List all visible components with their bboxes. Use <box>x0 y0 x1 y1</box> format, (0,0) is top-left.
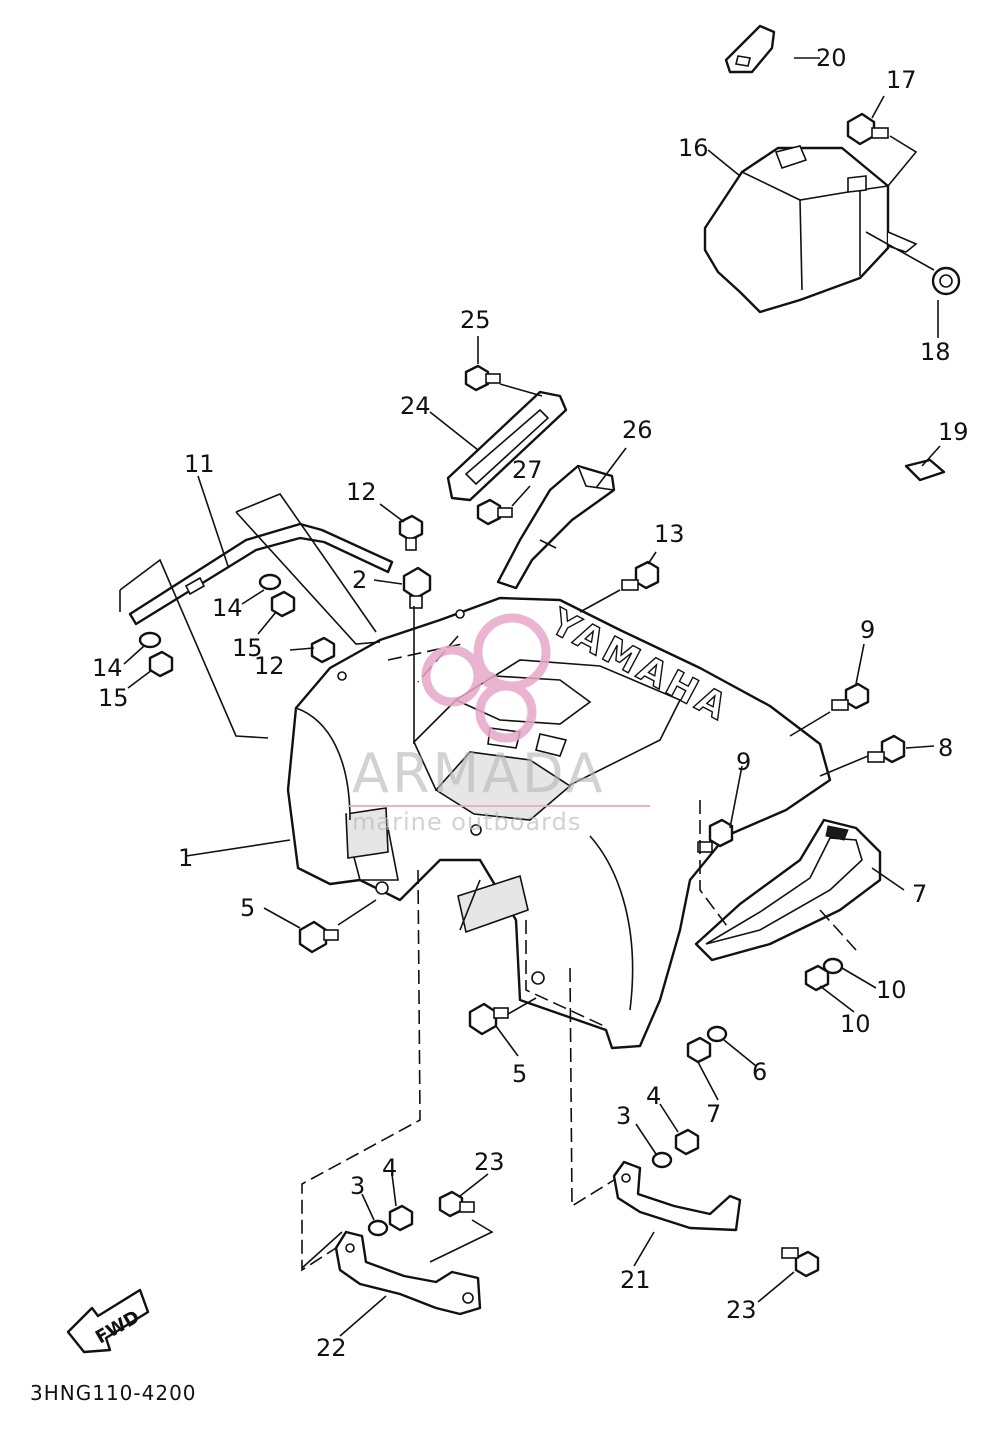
nut-part-4b <box>388 1204 414 1232</box>
bracket-part-26 <box>496 464 616 590</box>
callout-2: 2 <box>352 566 367 594</box>
bolt-part-5b <box>468 1002 509 1036</box>
callout-9a: 10 <box>876 976 907 1004</box>
clip-part-20 <box>724 24 776 74</box>
callout-4a: 4 <box>646 1082 661 1110</box>
callout-9b: 6 <box>752 1058 767 1086</box>
callout-5a: 5 <box>240 894 255 922</box>
bolt-part-8 <box>831 682 870 711</box>
callout-7b: 9 <box>736 748 751 776</box>
callout-5b: 5 <box>512 1060 527 1088</box>
callout-11: 11 <box>184 450 215 478</box>
bolt-part-23b <box>781 1247 820 1278</box>
callout-19: 19 <box>938 418 969 446</box>
plate-part-24 <box>446 390 568 502</box>
callout-10b: 7 <box>706 1100 721 1128</box>
callout-labels: 20 17 16 18 19 25 24 26 27 11 12 13 2 14… <box>92 44 969 1362</box>
callout-22: 22 <box>316 1334 347 1362</box>
callout-10a: 10 <box>840 1010 871 1038</box>
bolt-part-2 <box>402 566 432 609</box>
callout-23a: 23 <box>474 1148 505 1176</box>
callout-14a: 14 <box>92 654 123 682</box>
callout-26: 26 <box>622 416 653 444</box>
callout-20: 20 <box>816 44 847 72</box>
rail-part-11 <box>128 522 394 626</box>
bolt-part-27 <box>476 498 513 526</box>
nut-part-10a <box>804 964 830 992</box>
bolt-part-25 <box>464 364 501 392</box>
leader-lines <box>119 57 941 1337</box>
bolt-part-7a <box>867 734 906 764</box>
callout-1: 1 <box>178 844 193 872</box>
callout-21: 21 <box>620 1266 651 1294</box>
bolt-part-7b <box>697 818 734 853</box>
callout-15b: 15 <box>232 634 263 662</box>
callout-16: 16 <box>678 134 709 162</box>
callout-8: 9 <box>860 616 875 644</box>
callout-24: 24 <box>400 392 431 420</box>
callout-14b: 14 <box>212 594 243 622</box>
bolt-part-23a <box>438 1190 475 1218</box>
callout-18: 18 <box>920 338 951 366</box>
washer-part-9a <box>822 957 844 975</box>
bolt-part-17 <box>846 112 889 146</box>
rear-fender-part-1: YAMAHA <box>286 596 832 1050</box>
washer-part-9b <box>706 1025 728 1043</box>
callout-6: 7 <box>912 880 927 908</box>
washer-part-3b <box>367 1219 389 1237</box>
callout-12a: 12 <box>346 478 377 506</box>
bolt-part-12b <box>310 636 336 664</box>
callout-17: 17 <box>886 66 917 94</box>
brace-part-22 <box>334 1230 482 1316</box>
callout-27: 27 <box>512 456 543 484</box>
washer-part-14a <box>138 631 162 649</box>
bolt-part-12a <box>398 514 424 551</box>
nut-part-10b <box>686 1036 712 1064</box>
nut-part-15b <box>270 590 296 618</box>
callout-15a: 15 <box>98 684 129 712</box>
callout-25: 25 <box>460 306 491 334</box>
brace-part-21 <box>612 1160 742 1232</box>
callout-3b: 3 <box>350 1172 365 1200</box>
rear-cover-part-16 <box>703 145 918 314</box>
callout-13: 13 <box>654 520 685 548</box>
forward-arrow-icon: FWD <box>66 1288 150 1354</box>
washer-part-3a <box>651 1151 673 1169</box>
pad-part-19 <box>904 458 946 482</box>
nut-part-18 <box>931 266 961 296</box>
diagram-code: 3HNG110-4200 <box>30 1381 197 1405</box>
watermark-title: ARMADA <box>352 742 606 805</box>
callout-3a: 3 <box>616 1102 631 1130</box>
watermark-logo-icon <box>421 613 551 743</box>
washer-part-14b <box>258 573 282 591</box>
nut-part-15a <box>148 650 174 678</box>
nut-part-4a <box>674 1128 700 1156</box>
callout-12b: 12 <box>254 652 285 680</box>
callout-4b: 4 <box>382 1154 397 1182</box>
rear-panel-part-6 <box>694 818 882 962</box>
bolt-part-5a <box>298 920 339 954</box>
callout-23b: 23 <box>726 1296 757 1324</box>
bolt-part-13 <box>621 560 660 591</box>
callout-7a: 8 <box>938 734 953 762</box>
watermark: ARMADA marine outboards <box>348 613 650 836</box>
watermark-subtitle: marine outboards <box>352 808 581 836</box>
